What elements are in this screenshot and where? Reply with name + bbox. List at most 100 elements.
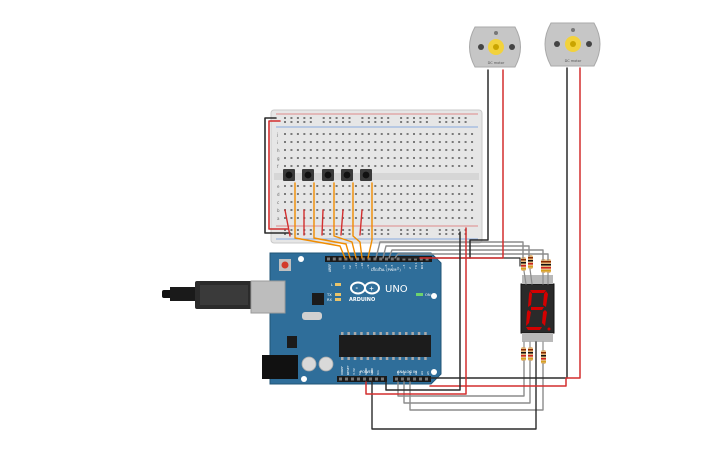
breadboard-hole <box>367 229 370 231</box>
push-button-2[interactable] <box>302 169 314 181</box>
breadboard-hole <box>348 185 351 187</box>
header-pin[interactable] <box>350 257 354 261</box>
header-pin[interactable] <box>407 377 410 381</box>
dc-motor-2[interactable]: DC motor <box>544 22 601 67</box>
breadboard-hole <box>361 229 364 231</box>
header-pin[interactable] <box>401 377 404 381</box>
push-button-3[interactable] <box>322 169 334 181</box>
breadboard[interactable]: j i h g f e d c b a <box>270 109 483 244</box>
push-button-4[interactable] <box>341 169 353 181</box>
header-pin[interactable] <box>361 257 365 261</box>
header-pin[interactable] <box>396 257 400 261</box>
wire-red[interactable] <box>365 227 467 395</box>
wire-red[interactable] <box>359 209 363 236</box>
capacitor <box>301 356 317 372</box>
resistor[interactable] <box>521 257 526 271</box>
header-pin[interactable] <box>413 377 416 381</box>
header-pin[interactable] <box>425 377 428 381</box>
breadboard-hole <box>296 141 299 143</box>
breadboard-hole <box>413 165 415 167</box>
dc-motor-1[interactable]: DC motor <box>469 26 521 68</box>
header-pin[interactable] <box>327 257 330 261</box>
resistor[interactable] <box>546 259 551 273</box>
header-pin[interactable] <box>414 257 417 261</box>
breadboard-hole <box>374 201 377 203</box>
seven-segment-display[interactable]: 8 <box>520 275 555 342</box>
wire-red[interactable] <box>321 209 324 236</box>
wire-gray[interactable] <box>403 360 531 404</box>
wire-black[interactable] <box>264 117 291 234</box>
header-pin[interactable] <box>373 257 377 261</box>
resistor[interactable] <box>528 347 533 361</box>
arduino-uno-board[interactable]: - + UNO ARDUINO DIGITAL (PWM~) POWER ANA… <box>162 252 442 385</box>
wire-red[interactable] <box>419 69 504 259</box>
resistor[interactable] <box>541 259 546 273</box>
header-pin[interactable] <box>338 257 342 261</box>
breadboard-hole <box>290 149 293 151</box>
header-pin[interactable] <box>408 257 412 261</box>
wire-red[interactable] <box>429 67 581 387</box>
resistor[interactable] <box>541 350 546 364</box>
wire-orange[interactable] <box>313 182 351 259</box>
header-pin[interactable] <box>332 257 336 261</box>
resistor[interactable] <box>521 347 526 361</box>
wire-orange[interactable] <box>294 182 346 259</box>
header-pin[interactable] <box>390 257 394 261</box>
wire-orange[interactable] <box>352 182 363 259</box>
wire-red[interactable] <box>340 209 344 236</box>
breadboard-hole <box>322 117 325 119</box>
header-pin[interactable] <box>379 257 383 261</box>
header-pin[interactable] <box>345 377 348 381</box>
header-pin[interactable] <box>419 257 423 261</box>
header-pin[interactable] <box>357 377 360 381</box>
breadboard-hole <box>335 121 338 123</box>
wire-orange[interactable] <box>333 182 357 259</box>
header-pin[interactable] <box>369 377 372 381</box>
breadboard-hole <box>361 201 364 203</box>
wire-black[interactable] <box>385 231 461 391</box>
wire-gray[interactable] <box>409 363 544 411</box>
header-pin[interactable] <box>402 257 406 261</box>
wire-gray[interactable] <box>382 245 530 259</box>
header-pin[interactable] <box>375 377 378 381</box>
breadboard-hole <box>322 229 325 231</box>
resistor[interactable] <box>528 255 533 269</box>
breadboard-hole <box>290 121 293 123</box>
header-pin[interactable] <box>356 257 359 261</box>
breadboard-hole <box>400 209 403 211</box>
chip-pin <box>373 357 376 360</box>
wire-gray[interactable] <box>388 249 544 261</box>
breadboard-hole <box>432 165 435 167</box>
pin-label: Vin <box>376 370 380 375</box>
wire-orange[interactable] <box>367 182 373 259</box>
header-pin[interactable] <box>419 377 422 381</box>
breadboard-hole <box>387 217 390 219</box>
push-button-5[interactable] <box>360 169 372 181</box>
header-pin[interactable] <box>381 377 384 381</box>
header-pin[interactable] <box>363 377 366 381</box>
header-pin[interactable] <box>367 257 371 261</box>
wire-black[interactable] <box>469 69 489 259</box>
wire-red[interactable] <box>268 120 289 230</box>
header-pin[interactable] <box>425 257 429 261</box>
wire-red[interactable] <box>284 209 291 237</box>
header-pin[interactable] <box>339 377 342 381</box>
breadboard-hole <box>432 217 435 219</box>
breadboard-hole <box>438 193 441 195</box>
breadboard-holes <box>284 117 474 235</box>
breadboard-hole <box>367 217 370 219</box>
breadboard-hole <box>342 149 345 151</box>
header-pin[interactable] <box>385 257 388 261</box>
header-pin[interactable] <box>344 257 348 261</box>
breadboard-hole <box>329 165 332 167</box>
wire-gray[interactable] <box>394 253 549 261</box>
tx-led-label: TX <box>326 293 332 297</box>
header-pin[interactable] <box>395 377 398 381</box>
breadboard-hole <box>393 209 396 211</box>
breadboard-hole <box>387 233 390 235</box>
header-pin[interactable] <box>351 377 354 381</box>
pin-label: 4 <box>396 267 400 269</box>
push-button-1[interactable] <box>283 169 295 181</box>
